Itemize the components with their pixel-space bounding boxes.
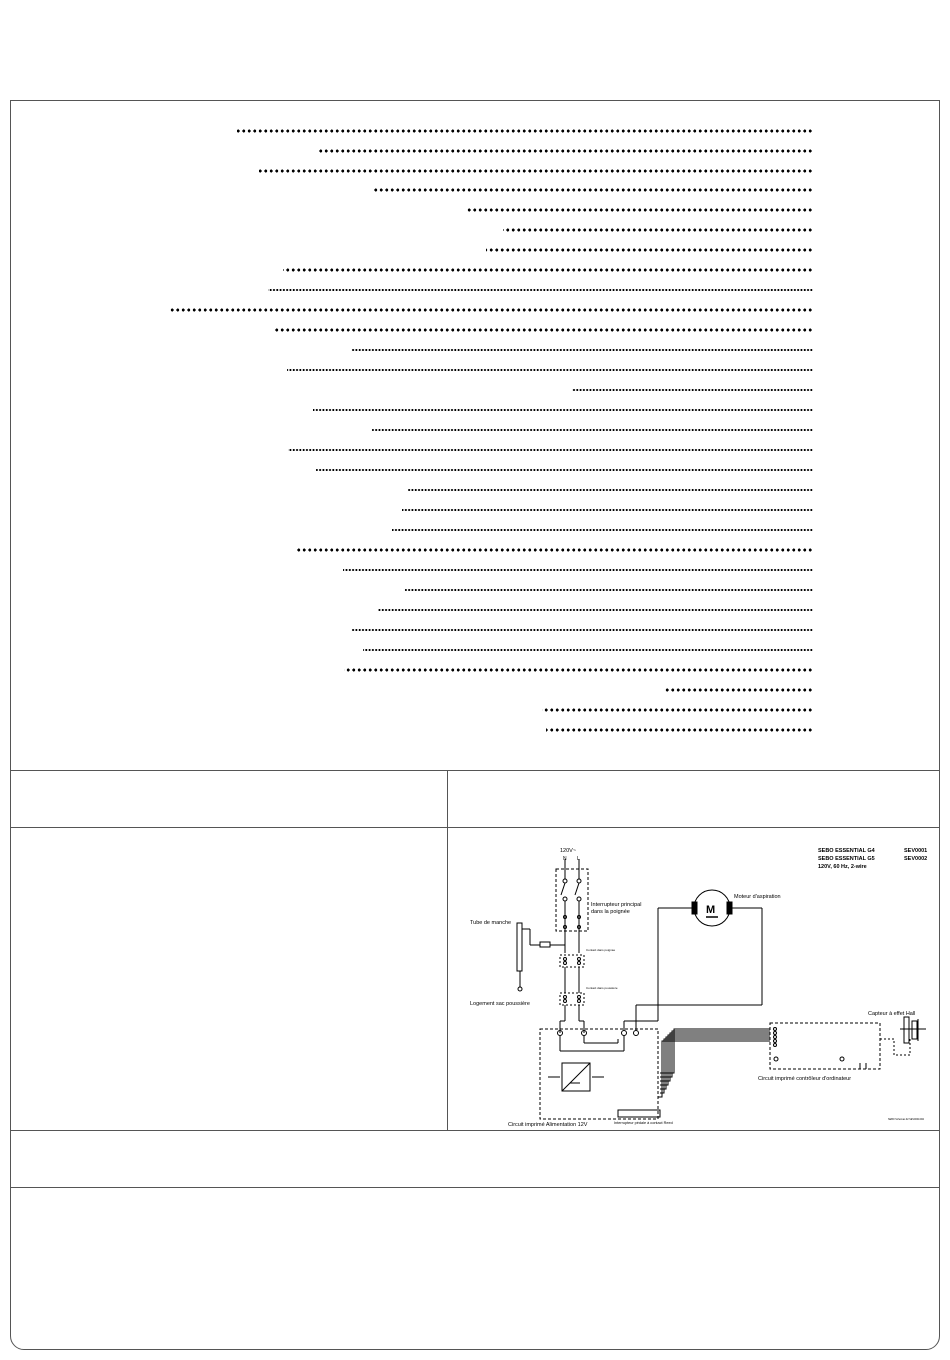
terminal [577,925,581,929]
switch-terminal [562,878,568,884]
dot-leader-row [378,607,813,613]
power-board [539,1028,659,1120]
model-line-1: SEBO ESSENTIAL G4 [818,848,876,854]
wiring-diagram: 120V~ N L SEBO ESSENTIAL G4 SEV0001 SEBO… [448,829,938,1129]
terminal [577,915,581,919]
converter-block [561,1062,591,1092]
dot-leader-row [352,347,813,353]
dot-leader-row [572,387,813,393]
dot-leader-row [486,247,813,253]
dot-leader-row [283,267,813,273]
handle-tube [516,922,523,972]
resistor [539,941,551,948]
dot-leader-row [392,527,813,533]
tube-label: Tube de manche [470,920,511,926]
divider-bottom [10,1187,940,1188]
main-switch-label-1: Interrupteur principal [591,902,641,908]
switch-terminal [562,896,568,902]
switch-terminal [576,878,582,884]
dot-leader-row [316,467,813,473]
dot-leader-row [405,587,813,593]
dot-leader-row [268,287,813,293]
rating-line: 120V, 60 Hz, 2-wire [818,864,867,870]
pedal-reed-switch [617,1109,661,1118]
main-switch-label-2: dans la poignée [591,909,630,915]
dustbag-contact [517,986,523,992]
model-code-2: SEV0002 [904,856,927,862]
page-frame [10,100,940,1350]
motor-label: Moteur d'aspiration [734,894,781,900]
model-line-2: SEBO ESSENTIAL G5 [818,856,875,862]
dot-leader-row [466,207,813,213]
column-divider [447,770,448,1130]
dot-leader-row [170,307,813,313]
dot-leader-row [372,427,813,433]
dot-leader-row [296,547,813,553]
contact-box-handle [559,954,585,968]
terminal [563,915,567,919]
divider-middle [10,827,940,828]
switch-contact [560,882,566,896]
dot-leader-row [288,447,813,453]
dot-leader-row [259,168,813,174]
dot-leader-row [343,567,813,573]
terminal [563,925,567,929]
dot-leader-row [542,707,813,713]
line-label: L [577,856,580,862]
contact-label-2: Contact dans poussière [586,986,618,990]
supply-label: 120V~ [560,848,576,854]
dot-leader-row [237,128,813,134]
controller-board [769,1022,881,1070]
neutral-label: N [563,856,567,862]
dot-leader-row [287,367,813,373]
dot-leader-row [344,667,813,673]
controller-label: Circuit imprimé contrôleur d'ordinateur [758,1076,851,1082]
hall-sensor [903,1016,910,1044]
dot-leader-row [373,187,813,193]
contact-label-1: Contact dans poignée [586,948,616,952]
dot-leader-row [546,727,813,733]
divider-lower [10,1130,940,1131]
dot-leader-row [503,227,813,233]
motor-symbol: M [706,904,715,916]
dot-leader-row [408,487,813,493]
doc-code: SEBO Schémas 02 SEV0001/002 [888,1118,925,1121]
dot-leader-row [313,407,813,413]
divider-top [10,770,940,771]
switch-contact [574,882,580,896]
model-code-1: SEV0001 [904,848,927,854]
contact-box-dustbag [559,992,585,1006]
dot-leader-row [318,148,813,154]
wiring-diagram-svg: 120V~ N L SEBO ESSENTIAL G4 SEV0001 SEBO… [470,848,927,1128]
switch-terminal [576,896,582,902]
power-board-label: Circuit imprimé Alimentation 12V [508,1122,588,1128]
hall-sensor-label: Capteur à effet Hall [868,1011,915,1017]
dot-leader-row [402,507,813,513]
dot-leader-row [664,687,813,693]
pedal-switch-label: Interrupteur pédale à contact Reed [614,1121,673,1125]
dot-leader-row [363,647,813,653]
dustbag-label: Logement sac poussière [470,1001,530,1007]
dot-leader-row [275,327,813,333]
main-switch-box [555,868,589,932]
dot-leader-row [352,627,813,633]
